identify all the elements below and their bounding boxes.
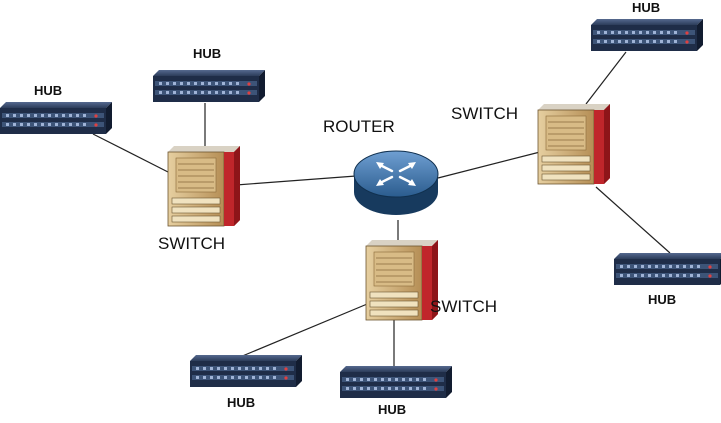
switch-right [537,103,611,185]
hub-label-right: HUB [648,292,677,307]
hub-top-right [591,19,703,51]
router-label: ROUTER [323,117,395,136]
hub-label-top-center: HUB [193,46,222,61]
hub-label-bottom-left: HUB [227,395,256,410]
switch-label-right: SWITCH [451,104,519,123]
link-right-switch-bottom-hub [595,186,671,254]
hub-left [0,102,112,134]
link-left-switch-router [235,175,357,186]
hub-right [614,253,721,285]
link-router-right-switch [437,151,541,179]
link-right-switch-top-hub [585,51,627,105]
hub-bottom-left [190,355,302,387]
router-icon [353,150,439,215]
hub-label-left: HUB [34,83,63,98]
link-left-switch-left-hub [92,133,169,173]
link-center-switch-left-hub [239,301,373,358]
hub-label-top-right: HUB [632,0,661,15]
hub-top-center [153,70,265,102]
switch-label-left: SWITCH [158,234,226,253]
switch-center [365,239,439,321]
hub-bottom-center [340,366,452,398]
switch-left [167,145,241,227]
hub-label-bottom-center: HUB [378,402,407,417]
switch-label-center: SWITCH [430,297,498,316]
links [92,51,671,366]
